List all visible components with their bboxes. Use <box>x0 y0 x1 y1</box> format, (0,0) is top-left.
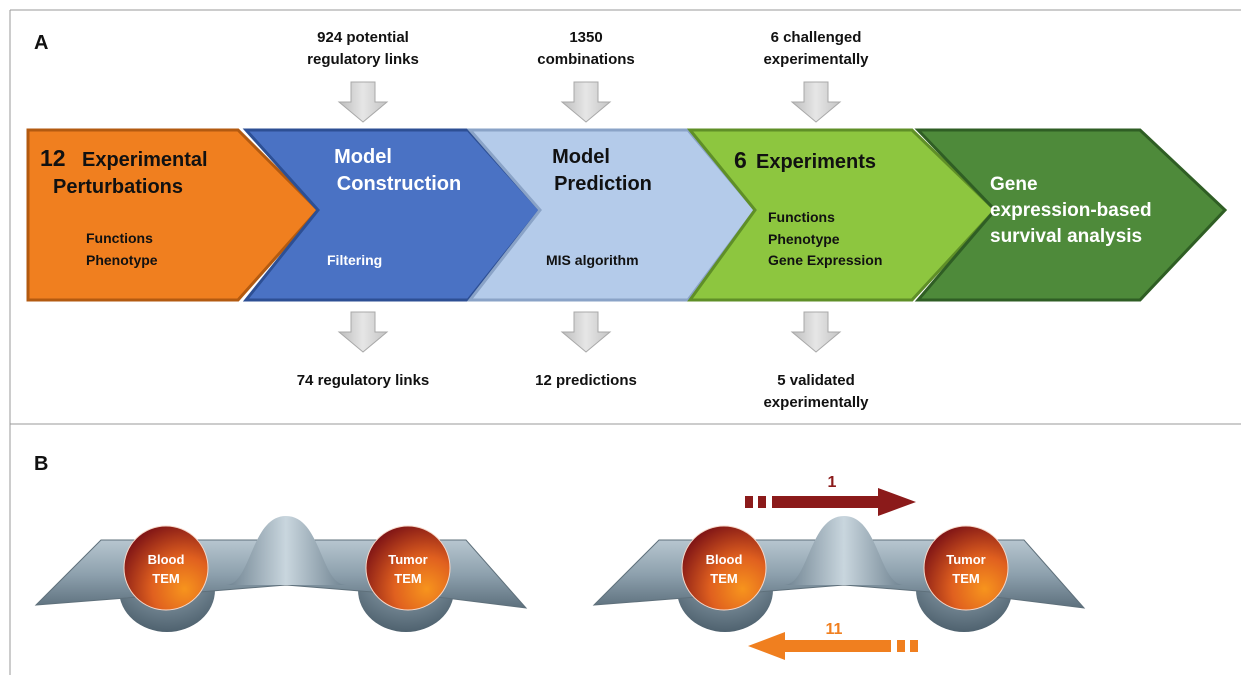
annotation-bottom-1: 74 regulatory links <box>297 372 430 389</box>
down-arrow-bottom-3 <box>790 311 842 353</box>
stage-3-sub: MIS algorithm <box>546 252 639 268</box>
arrow-11-label: 11 <box>826 621 843 638</box>
stage-1-sub: Functions <box>86 230 153 246</box>
left-tumor-label: TEM <box>394 571 421 586</box>
tumor-tem-ball <box>923 525 1009 611</box>
down-arrow-bottom-1 <box>337 311 389 353</box>
blood-tem-ball <box>123 525 209 611</box>
stage-4-sub: Phenotype <box>768 231 840 247</box>
stage-4-sub: Functions <box>768 209 835 225</box>
annotation-top-1: regulatory links <box>307 51 419 68</box>
annotation-top-3: experimentally <box>763 51 869 68</box>
arrow-1-dash <box>758 496 766 508</box>
annotation-bottom-3: 5 validated <box>777 372 855 389</box>
stage-2-sub: Filtering <box>327 252 382 268</box>
tumor-tem-ball <box>365 525 451 611</box>
stage-3-chevron <box>466 128 757 302</box>
stage-4-title: Experiments <box>756 151 876 173</box>
arrow-1 <box>772 488 916 516</box>
right-energy-landscape <box>592 516 1086 632</box>
arrow-11 <box>748 632 891 660</box>
stage-2-title: Construction <box>337 173 461 195</box>
stage-1-title-line: Perturbations <box>53 176 183 198</box>
stage-5-title: expression-based <box>990 200 1152 221</box>
down-arrow-top-3 <box>790 81 842 123</box>
energy-barrier <box>226 516 346 585</box>
right-tumor-label: Tumor <box>946 552 985 567</box>
blood-tem-ball <box>681 525 767 611</box>
stage-5-title: Gene <box>990 174 1038 195</box>
left-energy-landscape <box>34 516 528 632</box>
stage-5-chevron <box>914 128 1228 302</box>
stage-5-title: survival analysis <box>990 226 1142 247</box>
stage-1-title: Experimental <box>82 149 208 171</box>
annotation-top-2: 1350 <box>569 29 602 46</box>
arrow-1-dash <box>745 496 753 508</box>
down-arrow-top-1 <box>337 81 389 123</box>
right-blood-label: TEM <box>710 571 737 586</box>
annotation-top-3: 6 challenged <box>771 29 862 46</box>
stage-3-title: Model <box>552 146 610 168</box>
stage-2-title: Model <box>334 146 392 168</box>
panel-b-label: B <box>34 453 48 475</box>
arrow-11-dash <box>897 640 905 652</box>
stage-4-chevron <box>686 128 998 302</box>
annotation-top-1: 924 potential <box>317 29 409 46</box>
annotation-bottom-2: 12 predictions <box>535 372 637 389</box>
stage-3-title: Prediction <box>554 173 652 195</box>
arrow-1-label: 1 <box>828 474 837 491</box>
right-tumor-label: TEM <box>952 571 979 586</box>
annotation-bottom-3: experimentally <box>763 394 869 411</box>
stage-4-sub: Gene Expression <box>768 252 882 268</box>
stage-4-number: 6 <box>734 147 747 173</box>
left-tumor-label: Tumor <box>388 552 427 567</box>
energy-barrier <box>784 516 904 585</box>
stage-1-chevron <box>26 128 321 302</box>
annotation-top-2: combinations <box>537 51 635 68</box>
down-arrow-top-2 <box>560 81 612 123</box>
left-blood-label: Blood <box>148 552 185 567</box>
down-arrow-bottom-2 <box>560 311 612 353</box>
stage-1-sub: Phenotype <box>86 252 158 268</box>
panel-a-label: A <box>34 32 48 54</box>
right-blood-label: Blood <box>706 552 743 567</box>
left-blood-label: TEM <box>152 571 179 586</box>
stage-1-number: 12 <box>40 145 66 171</box>
stage-2-chevron <box>242 128 542 302</box>
arrow-11-dash <box>910 640 918 652</box>
